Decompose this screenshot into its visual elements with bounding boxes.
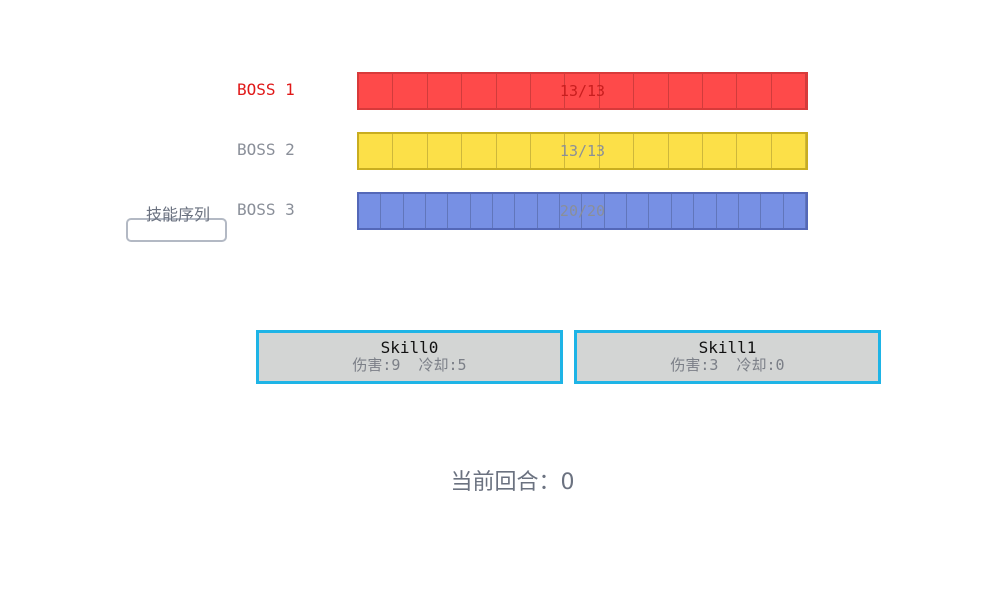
boss-1-hp-bar[interactable]: 13/13 [357, 72, 808, 110]
boss-1-hp-segment [668, 74, 703, 108]
boss-1-hp-segment [462, 74, 497, 108]
skill-0-stats: 伤害:9 冷却:5 [352, 356, 467, 374]
boss-2-hp-segment [462, 134, 497, 168]
boss-3-hp-segment [716, 194, 739, 228]
boss-1-hp-segment [427, 74, 463, 108]
boss-3-hp-segment [761, 194, 784, 228]
boss-1-hp-segment [565, 74, 600, 108]
boss-2-label[interactable]: BOSS 2 [237, 140, 295, 159]
boss-1-hp-segment [530, 74, 566, 108]
boss-3-hp-segment [783, 194, 806, 228]
boss-2-hp-segment [737, 134, 772, 168]
boss-3-hp-segment [515, 194, 538, 228]
boss-2-hp-segment [427, 134, 463, 168]
boss-1-hp-segment [496, 74, 531, 108]
boss-2-hp-segment [496, 134, 531, 168]
boss-3-hp-segment [671, 194, 695, 228]
boss-1-hp-segment [634, 74, 669, 108]
boss-2-hp-segment [634, 134, 669, 168]
boss-3-hp-segment [381, 194, 404, 228]
boss-3-hp-segment [627, 194, 650, 228]
boss-1-label[interactable]: BOSS 1 [237, 80, 295, 99]
boss-3-hp-segment [738, 194, 762, 228]
skill-1-name: Skill1 [698, 338, 757, 357]
boss-3-hp-segment [537, 194, 561, 228]
skill-0-name: Skill0 [380, 338, 439, 357]
boss-3-hp-segment [470, 194, 494, 228]
skill-sequence-box[interactable] [126, 218, 227, 242]
boss-2-hp-segment [565, 134, 600, 168]
skill-1-button[interactable]: Skill1 伤害:3 冷却:0 [574, 330, 881, 384]
boss-3-hp-segment [604, 194, 628, 228]
boss-1-hp-segment [393, 74, 428, 108]
boss-2-hp-segment [393, 134, 428, 168]
boss-1-hp-segment [599, 74, 635, 108]
boss-3-hp-segment [448, 194, 471, 228]
boss-3-label[interactable]: BOSS 3 [237, 200, 295, 219]
boss-3-hp-segment [560, 194, 583, 228]
boss-3-hp-bar[interactable]: 20/20 [357, 192, 808, 230]
skill-sequence-label: 技能序列 [145, 205, 210, 224]
boss-2-hp-segment [359, 134, 394, 168]
boss-3-hp-segment [426, 194, 449, 228]
boss-3-hp-segment [403, 194, 427, 228]
boss-1-hp-segment [359, 74, 394, 108]
boss-3-hp-segment [582, 194, 605, 228]
current-round-text: 当前回合：0 [450, 470, 575, 495]
boss-1-hp-segment [702, 74, 738, 108]
boss-2-hp-segment [702, 134, 738, 168]
boss-2-hp-segment [771, 134, 806, 168]
skill-0-button[interactable]: Skill0 伤害:9 冷却:5 [256, 330, 563, 384]
boss-1-hp-segment [737, 74, 772, 108]
boss-2-hp-segment [530, 134, 566, 168]
boss-2-hp-segment [599, 134, 635, 168]
boss-1-hp-segment [771, 74, 806, 108]
boss-2-hp-bar[interactable]: 13/13 [357, 132, 808, 170]
boss-3-hp-segment [694, 194, 717, 228]
boss-2-hp-segment [668, 134, 703, 168]
boss-3-hp-segment [649, 194, 672, 228]
skill-1-stats: 伤害:3 冷却:0 [670, 356, 785, 374]
boss-3-hp-segment [493, 194, 516, 228]
boss-3-hp-segment [359, 194, 382, 228]
